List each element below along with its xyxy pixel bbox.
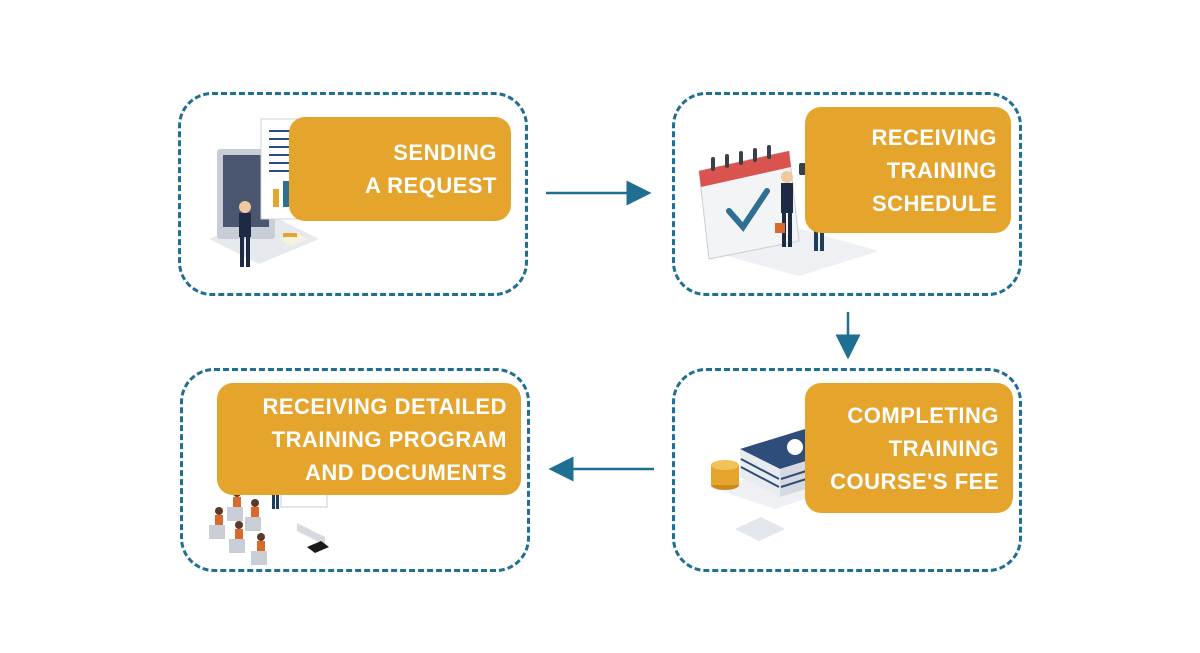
label-line: A REQUEST bbox=[364, 173, 497, 198]
label-line: COURSE'S FEE bbox=[830, 468, 999, 494]
step-receiving-program: RECEIVING DETAILED TRAINING PROGRAM AND … bbox=[180, 368, 530, 572]
label-line: TRAINING bbox=[886, 157, 997, 183]
step-receiving-schedule: RECEIVING TRAINING SCHEDULE bbox=[672, 92, 1022, 296]
step-label: SENDING A REQUEST bbox=[289, 117, 511, 221]
label-line: RECEIVING DETAILED bbox=[262, 393, 507, 419]
step-label: RECEIVING DETAILED TRAINING PROGRAM AND … bbox=[217, 383, 521, 495]
label-line: TRAINING bbox=[888, 435, 999, 461]
step-completing-fee: COMPLETING TRAINING COURSE'S FEE bbox=[672, 368, 1022, 572]
label-line: RECEIVING bbox=[871, 124, 997, 150]
label-line: SCHEDULE bbox=[871, 190, 997, 216]
label-line: TRAINING PROGRAM bbox=[271, 426, 507, 452]
label-line: AND DOCUMENTS bbox=[304, 459, 507, 485]
label-line: COMPLETING bbox=[847, 402, 999, 428]
step-label: RECEIVING TRAINING SCHEDULE bbox=[805, 107, 1011, 233]
label-line: SENDING bbox=[393, 140, 497, 165]
step-label: COMPLETING TRAINING COURSE'S FEE bbox=[805, 383, 1013, 513]
step-sending-request: SENDING A REQUEST bbox=[178, 92, 528, 296]
